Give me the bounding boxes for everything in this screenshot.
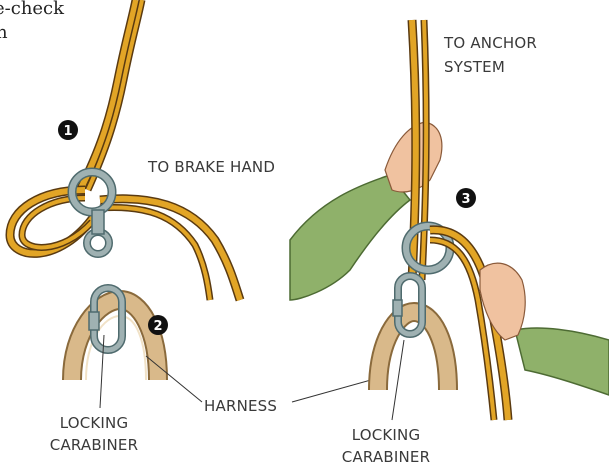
rope-to-anchor: [412, 20, 426, 280]
harness-loop-left: [72, 300, 158, 380]
label-to-brake-hand: TO BRAKE HAND: [147, 158, 275, 176]
label-locking-carabiner-left-1: LOCKING: [60, 414, 129, 432]
step-2-badge: 2: [148, 315, 168, 335]
cropped-text-line-2: h: [0, 22, 8, 43]
cropped-text-line-1: e-check: [0, 0, 65, 19]
step-2-number: 2: [153, 319, 162, 334]
label-locking-carabiner-right-2: CARABINER: [342, 448, 430, 466]
leader-line-harness-right: [292, 378, 378, 402]
label-locking-carabiner-right-1: LOCKING: [352, 426, 421, 444]
label-to-anchor-2: SYSTEM: [444, 58, 505, 76]
figure-1-rope-loop: [10, 0, 240, 300]
step-3-badge: 3: [456, 188, 476, 208]
label-harness: HARNESS: [204, 397, 277, 415]
label-to-anchor-1: TO ANCHOR: [443, 34, 537, 52]
label-locking-carabiner-left-2: CARABINER: [50, 436, 138, 454]
step-1-badge: 1: [58, 120, 78, 140]
step-3-number: 3: [461, 192, 470, 207]
leader-line-carabiner-right: [392, 340, 404, 420]
harness-loop-right: [378, 312, 448, 390]
step-1-number: 1: [63, 124, 72, 139]
